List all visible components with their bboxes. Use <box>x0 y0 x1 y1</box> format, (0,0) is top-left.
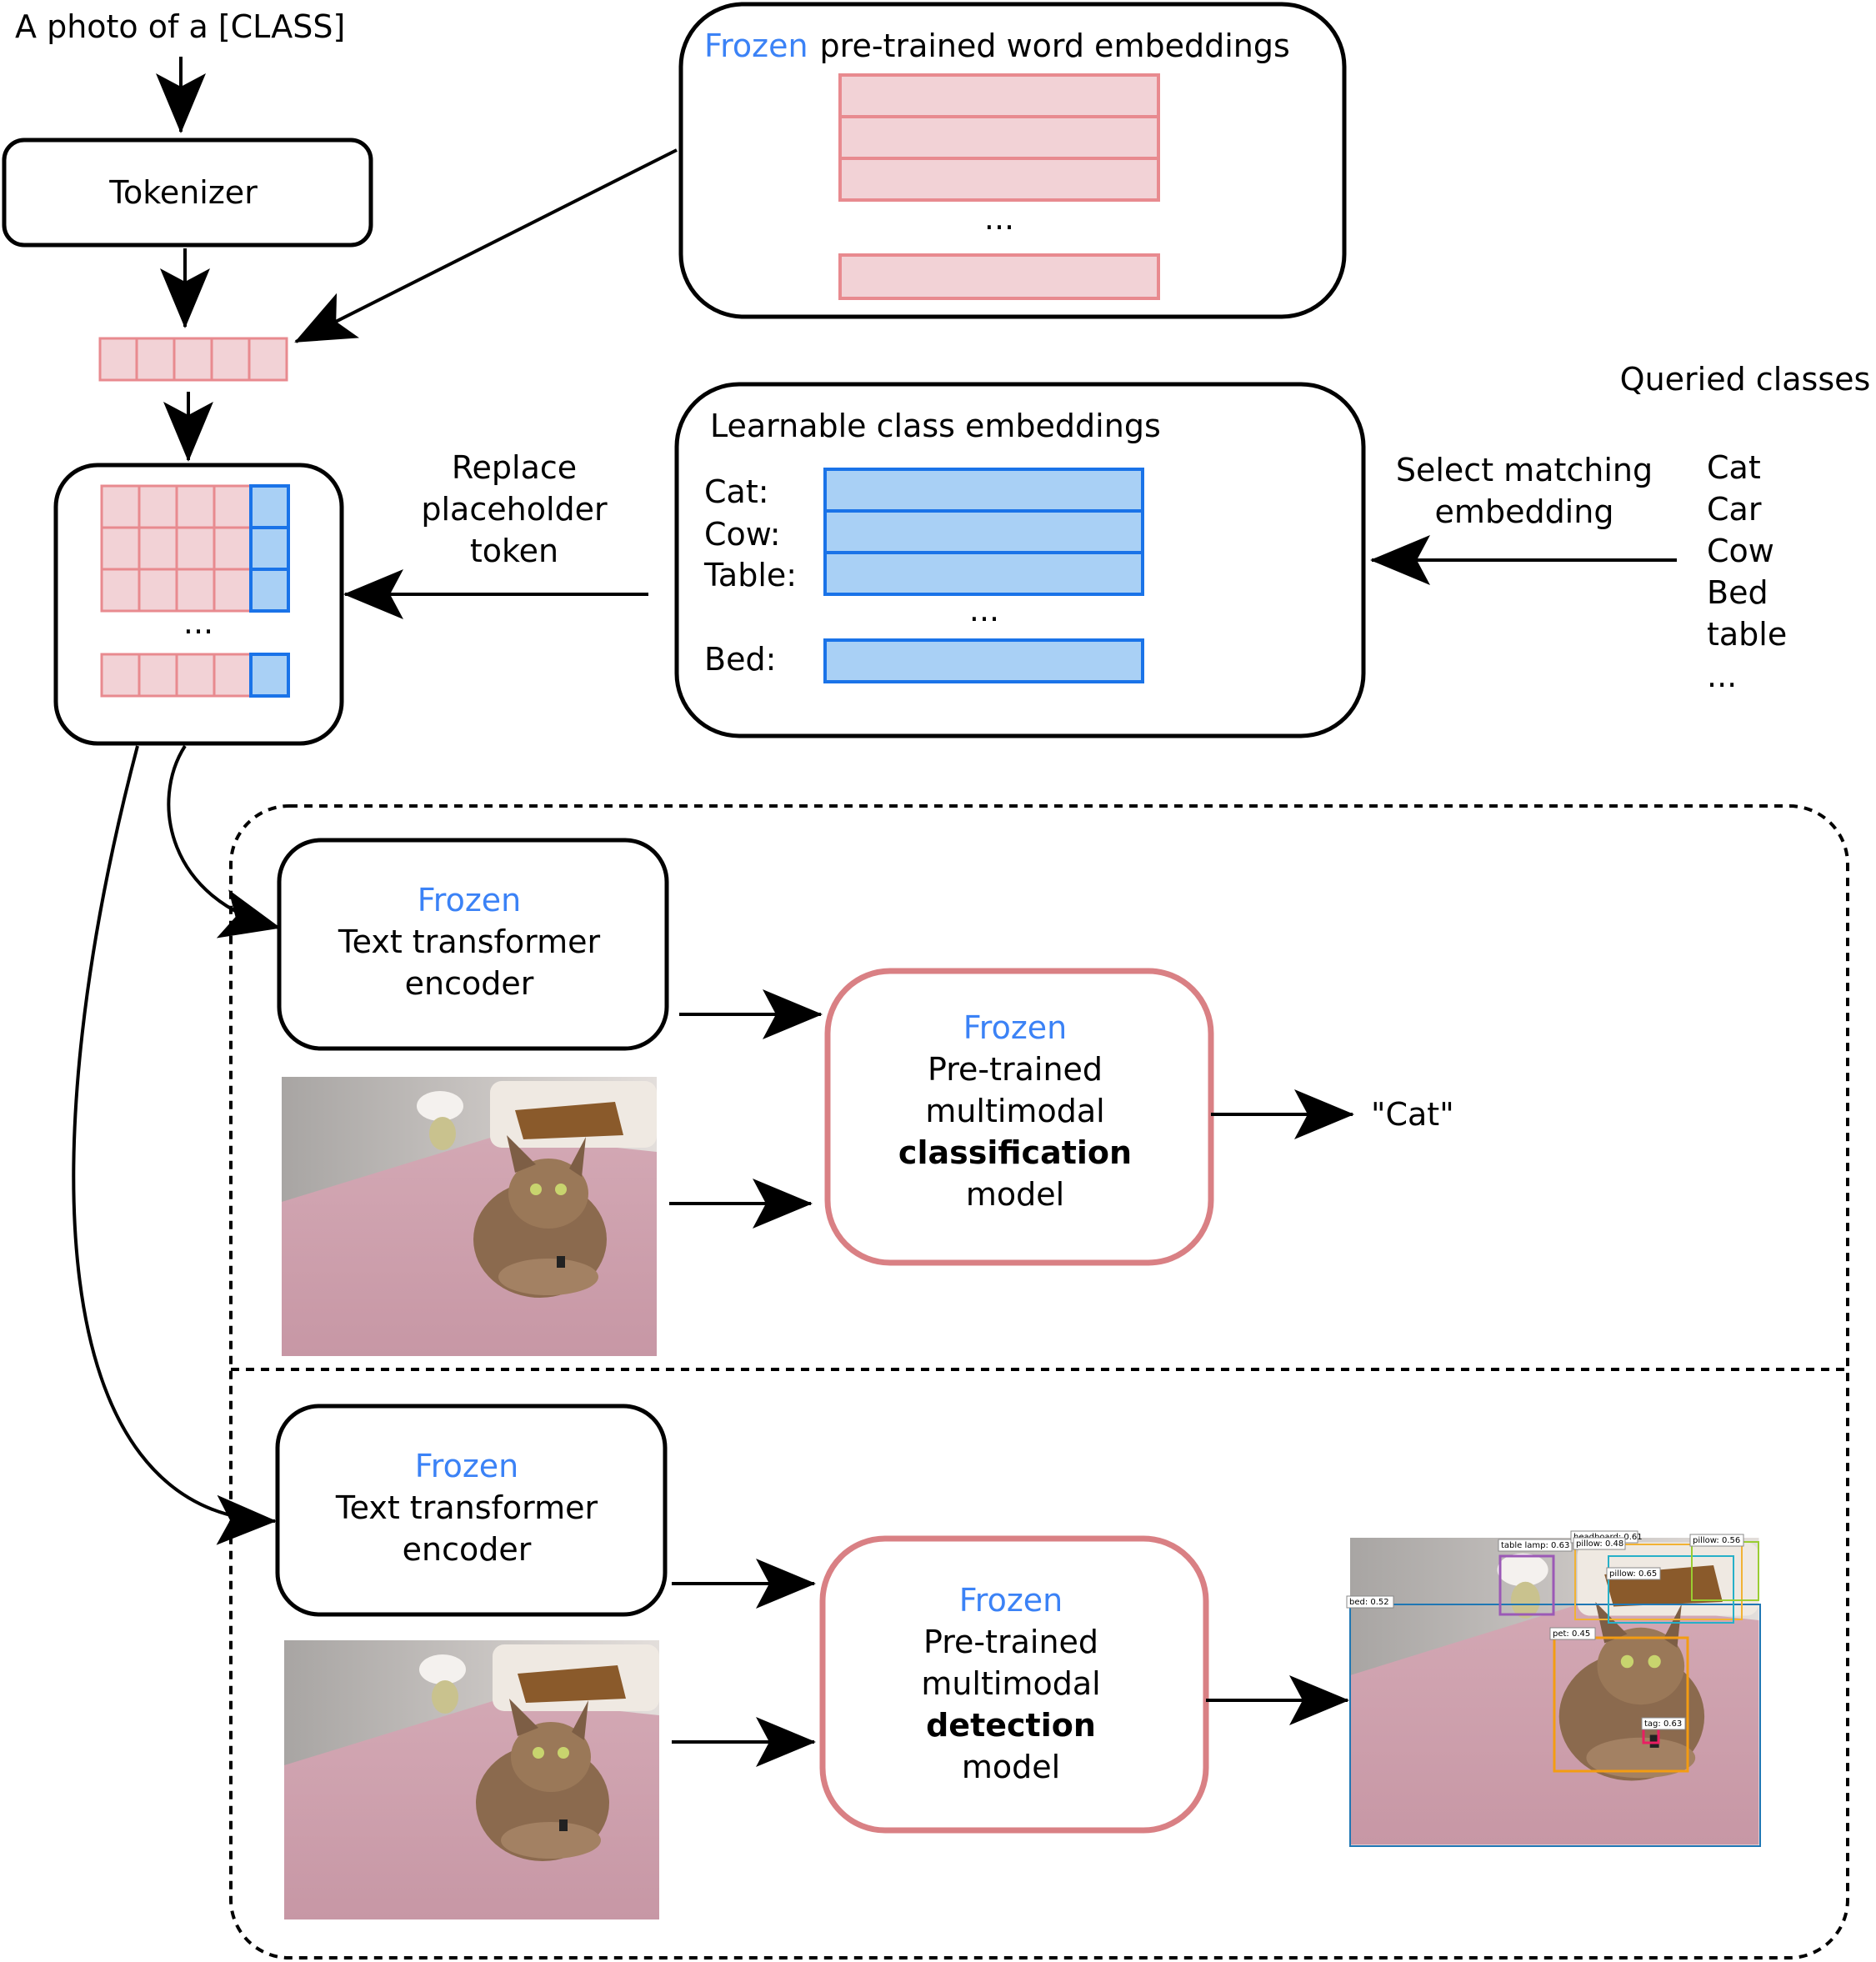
embedding-grid-pink <box>100 484 253 698</box>
learnable-title: Learnable class embeddings <box>710 408 1161 444</box>
det-label-pillow-3: pillow: 0.65 <box>1609 1569 1657 1579</box>
cls-model-line-1: Pre-trained <box>928 1051 1103 1088</box>
queried-classes-title: Queried classes <box>1620 361 1871 398</box>
token-row <box>98 337 288 382</box>
tokenizer-label: Tokenizer <box>108 174 258 211</box>
cls-encoder-line-1: Text transformer <box>338 923 601 960</box>
replace-label-1: Replace <box>452 449 577 486</box>
frozen-models-region <box>229 804 1849 1959</box>
det-label-pillow-1: pillow: 0.48 <box>1576 1539 1623 1549</box>
tokenizer-box <box>2 138 373 248</box>
queried-class-1: Cat <box>1707 449 1761 486</box>
classification-output: "Cat" <box>1371 1096 1454 1133</box>
det-input-photo <box>284 1640 659 1919</box>
class-label-cat: Cat: <box>704 473 769 510</box>
det-label-tag: tag: 0.63 <box>1644 1719 1682 1729</box>
det-encoder-line-1: Text transformer <box>335 1489 598 1526</box>
cls-text-encoder-box <box>277 838 669 1051</box>
replace-label-2: placeholder <box>421 491 608 528</box>
class-label-table: Table: <box>703 557 797 593</box>
cls-encoder-frozen-tag: Frozen <box>418 882 522 918</box>
arrow-grid-to-cls-encoder <box>167 744 281 938</box>
cls-model-line-bold: classification <box>898 1134 1132 1171</box>
class-label-cow: Cow: <box>704 516 781 553</box>
det-encoder-line-2: encoder <box>403 1531 532 1568</box>
word-embeddings-title-text: pre-trained word embeddings <box>820 28 1290 64</box>
classification-model-box <box>824 968 1214 1266</box>
replace-label-3: token <box>470 533 558 569</box>
embedding-grid-blue <box>249 484 290 698</box>
arrow-embeddings-to-tokens <box>294 148 678 343</box>
detection-model-box <box>819 1535 1209 1834</box>
det-label-pet: pet: 0.45 <box>1553 1629 1590 1639</box>
cls-model-line-4: model <box>966 1176 1064 1213</box>
cls-model-frozen-tag: Frozen <box>963 1009 1068 1046</box>
det-label-table-lamp: table lamp: 0.63 <box>1501 1541 1569 1550</box>
det-text-encoder-box <box>275 1404 668 1617</box>
cls-model-line-2: multimodal <box>925 1093 1104 1129</box>
word-embedding-rows <box>838 73 1160 300</box>
input-prompt-text: A photo of a [CLASS] <box>15 8 345 45</box>
det-model-frozen-tag: Frozen <box>959 1582 1063 1619</box>
det-label-bed: bed: 0.52 <box>1349 1598 1389 1607</box>
queried-class-3: Cow <box>1707 533 1774 569</box>
select-label-2: embedding <box>1435 493 1614 530</box>
class-embeddings-ellipsis: ... <box>969 592 999 628</box>
queried-class-2: Car <box>1707 491 1762 528</box>
det-label-pillow-2: pillow: 0.56 <box>1693 1536 1740 1545</box>
grid-ellipsis: ... <box>183 604 213 641</box>
detection-output-photo: table lamp: 0.63 headboard: 0.61 pillow:… <box>1346 1530 1761 1847</box>
cls-encoder-line-2: encoder <box>405 965 534 1002</box>
det-encoder-frozen-tag: Frozen <box>415 1448 519 1484</box>
queried-class-5: table <box>1707 616 1787 653</box>
word-embeddings-ellipsis: ... <box>984 200 1014 237</box>
det-model-line-2: multimodal <box>921 1665 1100 1702</box>
det-model-line-1: Pre-trained <box>923 1624 1098 1660</box>
class-embedding-rows <box>823 468 1144 683</box>
select-label-1: Select matching <box>1396 452 1653 488</box>
word-embeddings-title: Frozen pre-trained word embeddings <box>704 28 1290 64</box>
arrow-grid-to-det-encoder <box>72 745 277 1545</box>
class-label-bed: Bed: <box>704 641 776 678</box>
cls-input-photo <box>282 1077 657 1356</box>
queried-class-6: ... <box>1707 658 1737 694</box>
det-model-line-4: model <box>962 1749 1060 1785</box>
frozen-tag: Frozen <box>704 28 808 64</box>
queried-class-4: Bed <box>1707 574 1768 611</box>
det-model-line-bold: detection <box>926 1707 1096 1744</box>
